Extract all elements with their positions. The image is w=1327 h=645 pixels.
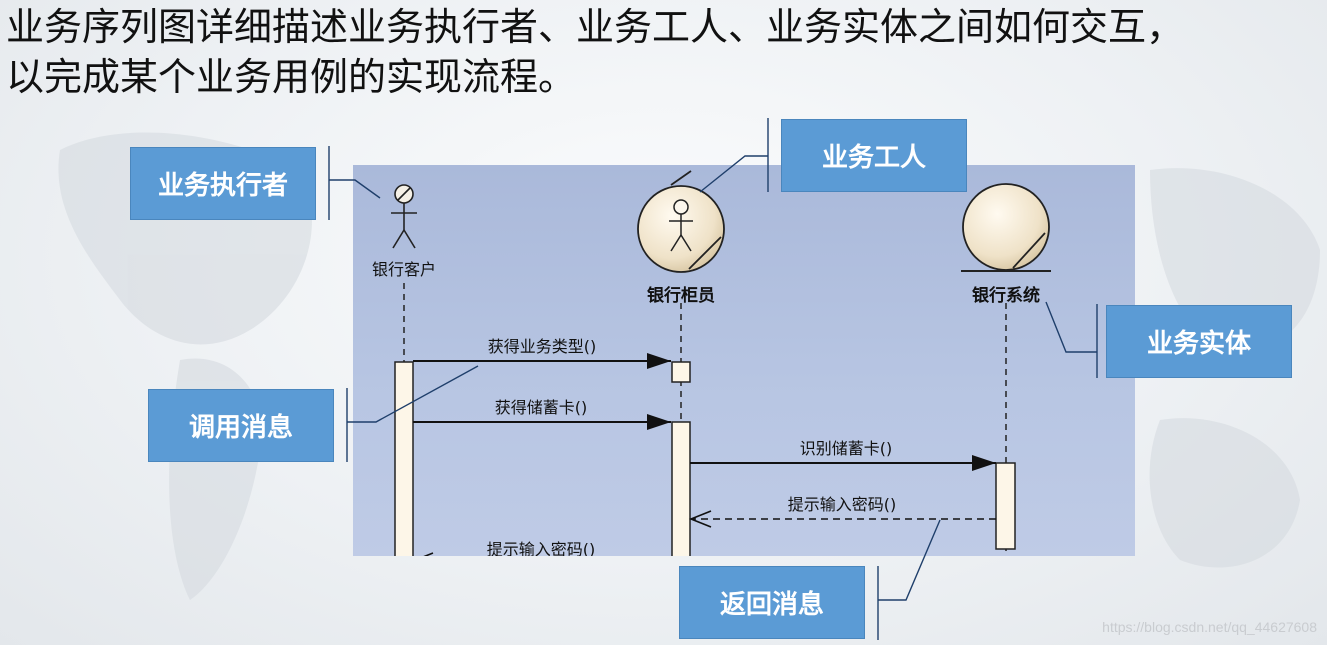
sequence-diagram: 银行客户 银行柜员 银行系统	[353, 165, 1135, 556]
actor-label-teller: 银行柜员	[647, 285, 715, 306]
callout-return-message: 返回消息	[679, 566, 865, 639]
business-worker-icon	[637, 170, 725, 273]
activation-teller-2	[671, 421, 691, 556]
message-prompt-password-return: 提示输入密码()	[688, 495, 996, 528]
sequence-diagram-canvas: 银行客户 银行柜员 银行系统	[372, 170, 1051, 556]
message-label: 获得业务类型()	[488, 337, 597, 356]
heading-line-2: 以完成某个业务用例的实现流程。	[6, 55, 577, 99]
heading-line-1: 业务序列图详细描述业务执行者、业务工人、业务实体之间如何交互，	[6, 5, 1185, 49]
activation-system	[995, 462, 1016, 550]
business-entity-icon	[961, 183, 1051, 272]
customer-actor-icon	[391, 184, 417, 249]
actor-label-system: 银行系统	[972, 285, 1040, 306]
slide-heading: 业务序列图详细描述业务执行者、业务工人、业务实体之间如何交互， 以完成某个业务用…	[6, 2, 1326, 102]
callout-call-message: 调用消息	[148, 389, 334, 462]
message-identify-card: 识别储蓄卡()	[690, 439, 996, 471]
message-prompt-password-to-customer: 提示输入密码()	[423, 540, 596, 556]
message-get-business-type: 获得业务类型()	[413, 337, 671, 369]
message-label: 获得储蓄卡()	[495, 398, 588, 417]
message-label: 提示输入密码()	[788, 495, 897, 514]
message-label: 识别储蓄卡()	[800, 439, 893, 458]
callout-business-actor: 业务执行者	[130, 147, 316, 220]
callout-business-entity: 业务实体	[1106, 305, 1292, 378]
activation-teller-1	[671, 361, 691, 383]
actor-label-customer: 银行客户	[372, 260, 436, 279]
activation-customer	[394, 361, 414, 556]
message-label: 提示输入密码()	[487, 540, 596, 556]
watermark-url: https://blog.csdn.net/qq_44627608	[1102, 619, 1317, 635]
message-get-debit-card: 获得储蓄卡()	[413, 398, 671, 430]
callout-business-worker: 业务工人	[781, 119, 967, 192]
